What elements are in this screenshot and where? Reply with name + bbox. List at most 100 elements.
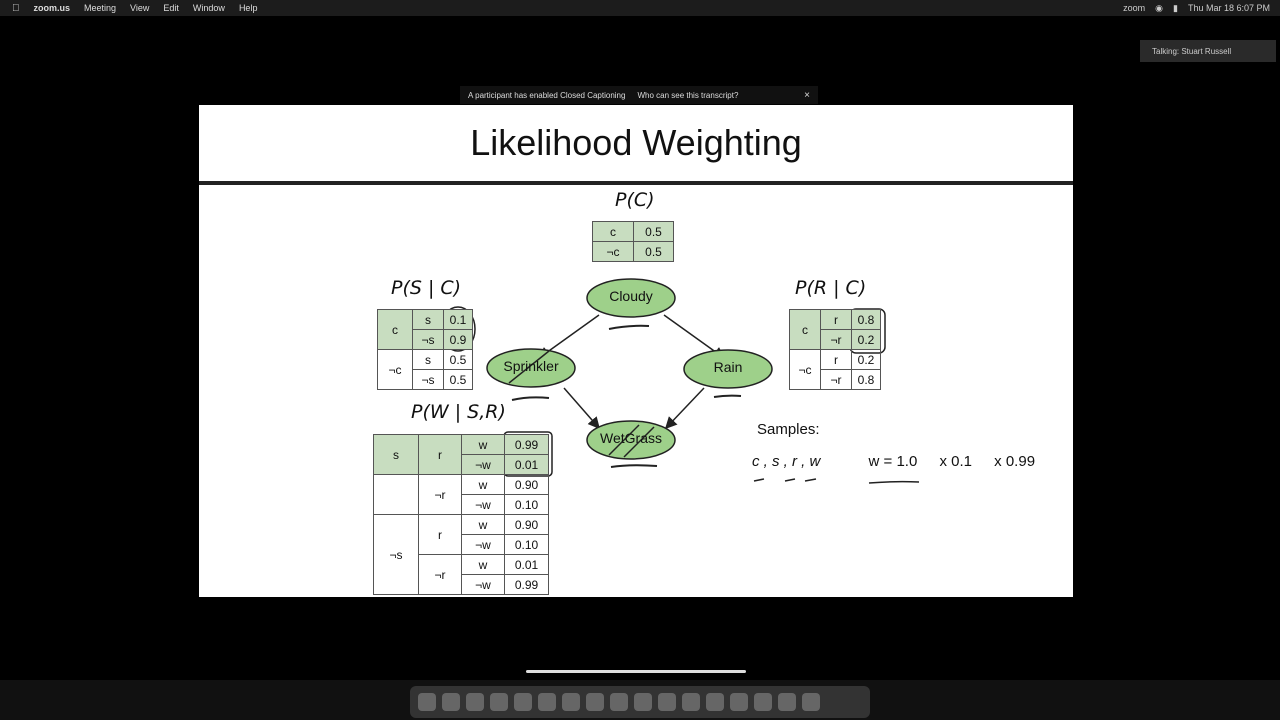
photos-icon[interactable] [538, 693, 556, 711]
evidence-slash-wetgrass-2 [623, 426, 655, 458]
pw-cell: 0.01 [504, 454, 549, 475]
terminal-icon[interactable] [682, 693, 700, 711]
prc-cell: 0.8 [851, 309, 881, 330]
pw-cell: 0.99 [504, 434, 549, 455]
active-speaker-indicator: Talking: Stuart Russell [1140, 40, 1276, 62]
underline-rain [713, 394, 742, 398]
calendar-icon[interactable] [610, 693, 628, 711]
evidence-slash-wetgrass-1 [608, 424, 640, 456]
node-wetgrass [586, 420, 676, 460]
finder-icon[interactable] [418, 693, 436, 711]
pc-cell: 0.5 [633, 241, 674, 262]
samples-row: c , s , r , w w = 1.0 x 0.1 x 0.99 [752, 453, 1035, 470]
cc-message: A participant has enabled Closed Caption… [468, 90, 626, 100]
psc-cell: s [412, 309, 444, 330]
pc-label: P(C) [615, 189, 655, 211]
psc-cell: ¬s [412, 329, 444, 350]
trash-icon[interactable] [802, 693, 820, 711]
pw-cell: ¬w [461, 494, 505, 515]
pw-cell: 0.01 [504, 554, 549, 575]
menu-window[interactable]: Window [185, 3, 225, 13]
pw-cell: w [461, 514, 505, 535]
notes-icon[interactable] [634, 693, 652, 711]
zoom-icon[interactable] [658, 693, 676, 711]
wifi-icon[interactable]: ◉ [1155, 2, 1163, 13]
close-icon[interactable]: × [804, 89, 810, 101]
prc-label: P(R | C) [795, 277, 867, 299]
share-scroll-indicator[interactable] [526, 670, 746, 673]
prc-cell: ¬r [820, 369, 852, 390]
pc-cell: c [592, 221, 634, 242]
psc-cell: c [377, 309, 413, 350]
samples-vars: c , s , r , w [752, 453, 821, 470]
prc-cell: c [789, 309, 821, 350]
menu-edit[interactable]: Edit [155, 3, 179, 13]
underline-weight [868, 480, 920, 484]
pw-cell: s [373, 434, 419, 475]
menu-app-name[interactable]: zoom.us [26, 3, 71, 13]
settings-icon[interactable] [706, 693, 724, 711]
underline-sprinkler [511, 396, 550, 401]
shared-slide: Likelihood Weighting [199, 105, 1073, 597]
safari-icon[interactable] [466, 693, 484, 711]
pw-cell: ¬s [373, 514, 419, 595]
battery-icon[interactable]: ▮ [1173, 2, 1178, 13]
psc-cell: ¬s [412, 369, 444, 390]
node-label-cloudy: Cloudy [609, 288, 653, 304]
menu-meeting[interactable]: Meeting [76, 3, 116, 13]
pw-cell: 0.90 [504, 514, 549, 535]
pw-cell: 0.99 [504, 574, 549, 595]
cc-transcript-link[interactable]: Who can see this transcript? [637, 90, 739, 100]
underline-sample-vars [753, 478, 817, 482]
launchpad-icon[interactable] [442, 693, 460, 711]
pw-cell: ¬w [461, 454, 505, 475]
evidence-slash-sprinkler [508, 350, 550, 384]
prc-cell: ¬c [789, 349, 821, 390]
psc-cell: 0.5 [443, 369, 473, 390]
pw-cell: w [461, 554, 505, 575]
prc-cell: 0.2 [851, 349, 881, 370]
psc-cell: 0.5 [443, 349, 473, 370]
pw-cell: r [418, 434, 462, 475]
dock [410, 686, 870, 718]
pw-cell: w [461, 474, 505, 495]
prc-cell: 0.2 [851, 329, 881, 350]
weight-factor-2: x 0.99 [994, 453, 1036, 470]
samples-label: Samples: [757, 421, 820, 438]
slide-title: Likelihood Weighting [199, 105, 1073, 185]
pw-cell: w [461, 434, 505, 455]
node-cloudy [586, 278, 676, 318]
clock[interactable]: Thu Mar 18 6:07 PM [1187, 3, 1270, 13]
weight-factor-1: x 0.1 [939, 453, 972, 470]
facetime-icon[interactable] [586, 693, 604, 711]
underline-wetgrass [610, 464, 658, 468]
prc-cell: 0.8 [851, 369, 881, 390]
mail-icon[interactable] [490, 693, 508, 711]
maps-icon[interactable] [514, 693, 532, 711]
powerpoint-icon[interactable] [778, 693, 796, 711]
menu-view[interactable]: View [122, 3, 149, 13]
apple-icon[interactable]:  [12, 3, 20, 14]
node-label-sprinkler: Sprinkler [503, 358, 559, 374]
pw-cell: 0.10 [504, 534, 549, 555]
menu-bar:  zoom.us Meeting View Edit Window Help … [0, 0, 1280, 16]
menu-help[interactable]: Help [231, 3, 258, 13]
word-icon[interactable] [754, 693, 772, 711]
zoom-status-label[interactable]: zoom [1123, 3, 1146, 13]
edge-sprinkler-wetgrass [563, 387, 600, 430]
psc-cell: s [412, 349, 444, 370]
node-rain [683, 349, 773, 389]
pw-cell: 0.90 [504, 474, 549, 495]
preview-icon[interactable] [730, 693, 748, 711]
pw-cell: ¬w [461, 534, 505, 555]
pw-cell: ¬r [418, 474, 462, 515]
sample-weight: w = 1.0 [868, 453, 918, 470]
messages-icon[interactable] [562, 693, 580, 711]
psc-label: P(S | C) [391, 277, 462, 299]
psc-cell: 0.9 [443, 329, 473, 350]
prc-cell: ¬r [820, 329, 852, 350]
